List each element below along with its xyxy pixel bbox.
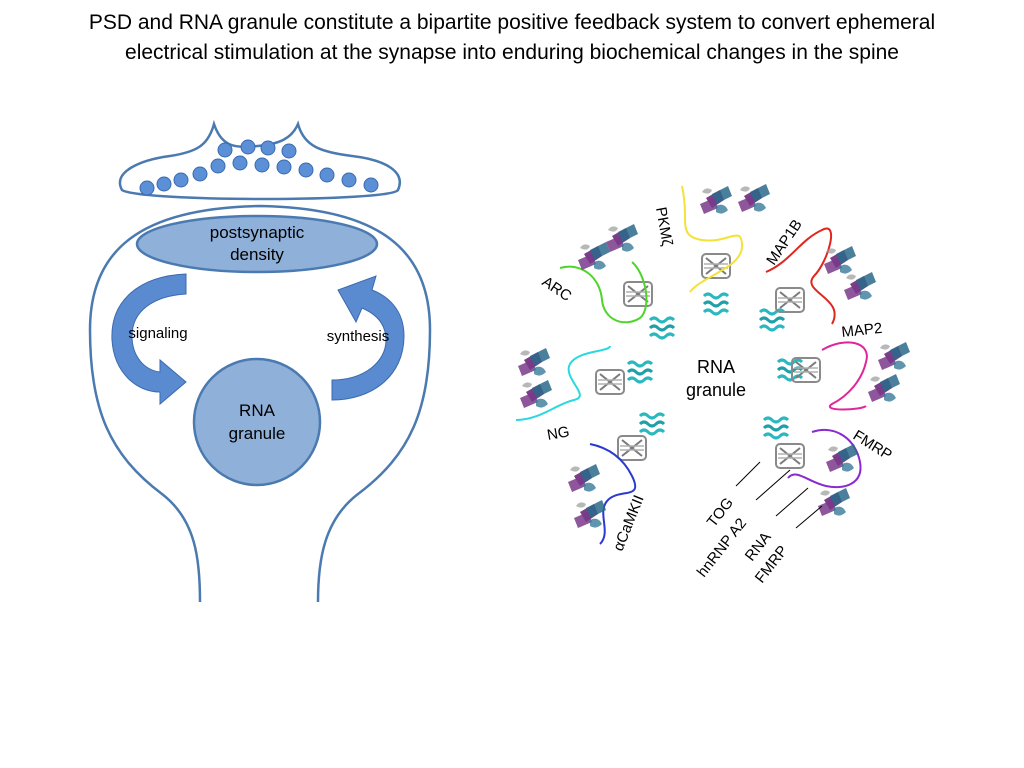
label-camkii: αCaMKII	[610, 493, 648, 554]
postsynaptic-density	[135, 214, 379, 274]
map1b-rna	[765, 227, 836, 325]
spine-diagram: postsynaptic density signaling synthesis…	[88, 119, 432, 603]
title-line-1: PSD and RNA granule constitute a biparti…	[88, 11, 936, 34]
granule-label-line-2: granule	[229, 424, 286, 443]
camkii-rna	[589, 443, 637, 545]
ng-rna	[515, 345, 611, 421]
arc-rna	[559, 261, 648, 324]
psd-label-line-2: density	[230, 245, 284, 264]
bound-proteins	[518, 184, 910, 528]
label-map2: MAP2	[841, 320, 883, 341]
slide-title: PSD and RNA granule constitute a biparti…	[0, 8, 1024, 68]
label-ng: NG	[546, 423, 571, 444]
rna-granule	[192, 357, 322, 487]
fmrp-rna	[787, 429, 862, 489]
title-line-2: electrical stimulation at the synapse in…	[125, 41, 899, 64]
map2-rna	[821, 341, 868, 411]
center-label-line-2: granule	[686, 380, 746, 400]
legend-hnrnp-a2: hnRNP A2	[694, 515, 750, 580]
synthesis-label: synthesis	[327, 328, 390, 345]
center-label-line-1: RNA	[697, 357, 735, 377]
legend-leaders	[735, 461, 823, 529]
label-pkmz: PKMζ	[652, 206, 676, 248]
granule-label-line-1: RNA	[239, 401, 276, 420]
synthesis-arrow	[331, 275, 405, 401]
presynaptic-terminal	[118, 119, 401, 201]
psd-label-line-1: postsynaptic	[210, 223, 305, 242]
signaling-arrow	[111, 273, 187, 406]
label-arc: ARC	[539, 273, 575, 305]
label-fmrp: FMRP	[850, 427, 895, 464]
signaling-label: signaling	[128, 325, 187, 342]
pkmz-rna	[681, 185, 744, 293]
synaptic-vesicles	[139, 139, 379, 196]
granule-model: RNA granule PKMζ MAP1B ARC MAP2 NG FMRP …	[515, 184, 910, 586]
spine-membrane	[88, 204, 432, 603]
